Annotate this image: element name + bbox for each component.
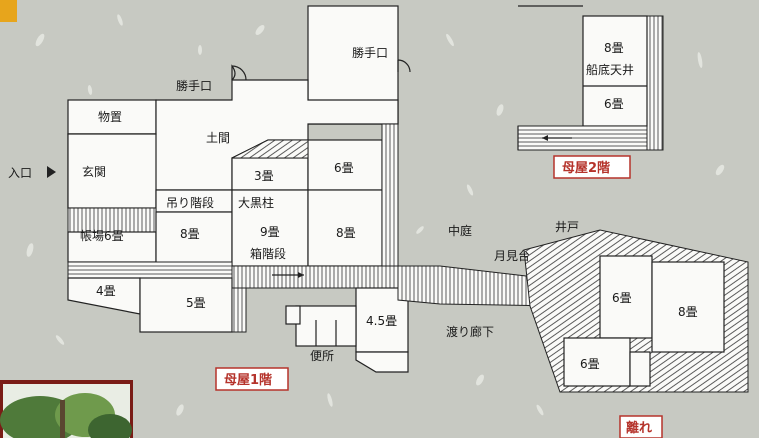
label-room-4-5: 4.5畳 [366, 314, 397, 328]
garden-photo [0, 380, 133, 438]
label-annex-room-6b: 6畳 [580, 357, 600, 371]
label-courtyard: 中庭 [448, 223, 472, 238]
label-annex-room-6a: 6畳 [612, 291, 632, 305]
room-8-left [155, 211, 233, 267]
room-annex-6b [563, 337, 631, 387]
label-daikoku-pillar: 大黒柱 [238, 195, 274, 210]
label-room-5: 5畳 [186, 296, 206, 310]
label-earthen-floor: 土間 [206, 131, 230, 145]
label-kitchen-door-left: 勝手口 [176, 78, 212, 93]
room-toilet [295, 305, 357, 347]
label-tsuri-stairs: 吊り階段 [166, 195, 214, 210]
main-house-floor1 [67, 5, 411, 373]
label-room-3: 3畳 [254, 169, 274, 183]
label-annex-room-8: 8畳 [678, 305, 698, 319]
label-2f-room-8: 8畳 [604, 41, 624, 55]
label-room-4: 4畳 [96, 284, 116, 298]
corner-badge [0, 0, 17, 22]
label-2f-room-6: 6畳 [604, 97, 624, 111]
room-annex-6a [599, 255, 653, 339]
label-box-stairs: 箱階段 [250, 246, 286, 261]
tag-main-floor2-text: 母屋2階 [562, 160, 610, 176]
label-well: 井戸 [555, 220, 579, 234]
label-room-8-left: 8畳 [180, 227, 200, 241]
room-9 [231, 189, 309, 267]
entrance-label: 入口 [8, 166, 32, 180]
label-storage: 物置 [98, 110, 122, 124]
label-moon-platform: 月見台 [494, 248, 530, 263]
tag-main-floor2: 母屋2階 [553, 155, 631, 179]
label-room-9: 9畳 [260, 225, 280, 239]
label-2f-ceiling: 船底天井 [586, 62, 634, 77]
label-chouba: 帳場6畳 [80, 229, 124, 243]
label-kitchen-door-top: 勝手口 [352, 45, 388, 60]
label-room-8-right: 8畳 [336, 226, 356, 240]
tag-annex: 離れ [619, 415, 663, 438]
tag-annex-text: 離れ [626, 420, 652, 436]
tag-main-floor1-text: 母屋1階 [224, 372, 272, 388]
room-chouba [67, 231, 157, 263]
tag-main-floor1: 母屋1階 [215, 367, 289, 391]
annex [523, 229, 749, 393]
background-texture [26, 14, 734, 416]
label-corridor: 渡り廊下 [446, 324, 494, 339]
label-toilet: 便所 [310, 349, 334, 363]
room-annex-8 [651, 261, 725, 353]
main-house-floor2 [517, 5, 664, 151]
label-room-6: 6畳 [334, 161, 354, 175]
label-genkan: 玄関 [82, 164, 106, 179]
room-genkan [67, 133, 157, 209]
entrance-arrow-icon [47, 166, 56, 178]
room-6 [307, 139, 383, 191]
room-5 [139, 277, 233, 333]
